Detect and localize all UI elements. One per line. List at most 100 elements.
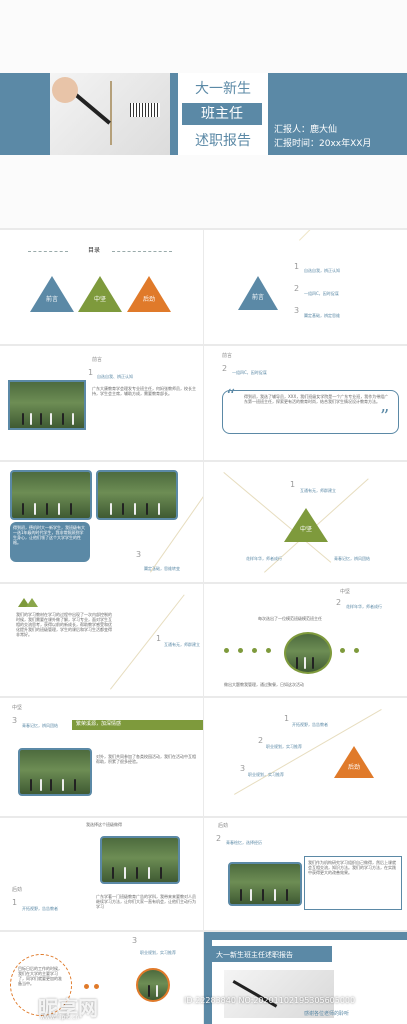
later1-tag: 后劲	[12, 887, 23, 893]
slide-preface-3: 得到初，德机时大一新学生，我班级有大一选1年级的时代学生，我非常照顾到学生身心，…	[0, 462, 203, 582]
toc-title: 目录	[88, 247, 101, 254]
notebook-grid	[130, 103, 160, 117]
intro-point-num-1: 1	[294, 262, 300, 271]
later3-caption: 职业规划，实习推荐	[140, 950, 176, 955]
intro-triangle	[238, 276, 278, 310]
core2-dot-4	[266, 648, 271, 653]
binder-ring-icon	[110, 81, 124, 145]
toc-item-1[interactable]: 前言	[45, 296, 58, 303]
core2-dot-2	[238, 648, 243, 653]
preface1-photo	[8, 380, 86, 430]
preface3-blue-box	[10, 522, 90, 562]
slide-preface-1: 前言 1 自选自我、辨正认知 广东大康教育学会理发专业班主任，何妈张教师员，校长…	[0, 346, 203, 460]
end-title-bar	[212, 946, 332, 962]
watermark-id: ID:22283840 NO:20201102195305605000	[184, 996, 356, 1005]
cover-reporter: 汇报人：鹿大仙	[274, 125, 338, 135]
preface1-tag: 前言	[92, 357, 103, 363]
later2-num: 2	[216, 834, 222, 843]
preface1-body: 广东大康教育学会理发专业班主任，何妈张教师员，校长主持，学生会主席，辅助方成，需…	[92, 386, 196, 396]
core-triangle-label: 中坚	[299, 526, 312, 533]
later2-box	[304, 856, 402, 910]
later-triangle-label: 后劲	[347, 764, 360, 771]
intro-triangle-label: 前言	[251, 294, 264, 301]
core1-num: 1	[156, 634, 162, 643]
core3-num: 3	[12, 716, 18, 725]
later3-body: 目标日后的工作的时候，我们在大学的主要学习了，同学们就要更加的准备当中。	[18, 966, 62, 986]
core2-footer: 做出大题教我管理，通过聚餐，日如这次活动	[224, 682, 304, 687]
later2-photo	[228, 862, 302, 906]
core-top-text: 互通有无，师群建立	[300, 488, 336, 493]
later-num-3: 3	[240, 764, 246, 773]
core2-dot-1	[224, 648, 229, 653]
later3-num: 3	[132, 936, 138, 945]
core1-text: 互通有无，师群建立	[164, 642, 200, 647]
toc-triangle-3	[127, 276, 171, 312]
intro-point-num-3: 3	[294, 306, 300, 315]
end-title: 大一新生班主任述职报告	[216, 951, 293, 959]
end-thanks: 感谢各位老师的聆听	[304, 1011, 350, 1017]
hand-shape	[52, 77, 78, 103]
cover-title-line3: 述职报告	[195, 133, 251, 149]
core-left-text: 花样年华，师者成行	[246, 556, 282, 561]
cover-photo	[50, 73, 170, 155]
core2-tag: 中坚	[340, 589, 351, 595]
intro-diag-1	[299, 230, 378, 241]
slide-core: 1 互通有无，师群建立 中坚 花样年华，师者成行 青春记忆，辨风团结	[204, 462, 407, 582]
later3-dot-1	[84, 984, 89, 989]
intro-point-label-2: 一组四C，因时促谋	[304, 291, 339, 296]
intro-point-num-2: 2	[294, 284, 300, 293]
cover-slide: 大一新生 班主任 述职报告 汇报人：鹿大仙 汇报时间：20xx年XX月	[0, 0, 407, 228]
later2-caption: 青春绘忆，选择经历	[226, 840, 262, 845]
core2-num: 2	[336, 598, 342, 607]
quote-box	[222, 390, 399, 434]
later3-circle	[10, 954, 72, 1016]
later1-num: 1	[12, 898, 18, 907]
toc-triangle-1	[30, 276, 74, 312]
quote-close-icon: ”	[380, 406, 390, 427]
core2-dot-5	[340, 648, 345, 653]
cover-time: 汇报时间：20xx年XX月	[274, 139, 372, 149]
preface3-photo-1	[10, 470, 92, 520]
core2-photo	[284, 632, 332, 674]
slide-core-2: 中坚 2 花样年华，师者成行 每次选出了一位模范班级模范班主任 做出大题教我管理…	[204, 584, 407, 696]
core3-banner-text: 繁荣溪源，加深情感	[76, 721, 122, 727]
preface2-subtitle: 一组四C，因时促谋	[232, 370, 267, 375]
watermark-logo: 昵享网	[38, 996, 98, 1020]
slide-preface-2: 前言 2 一组四C，因时促谋 “ 得到初，我选了辅导员，XXX，我们班级女学院是…	[204, 346, 407, 460]
preface1-num: 1	[88, 368, 94, 377]
core1-para: 我们的学习教材在学习的过程中出现了一次内部控制的时候，我们需要在课外做了解，学习…	[16, 612, 112, 637]
preface1-subtitle: 自选自我、辨正认知	[97, 374, 133, 379]
later-point-2: 职业规划，实习推荐	[266, 744, 302, 749]
core3-tag: 中坚	[12, 705, 23, 711]
core3-body: 对外，我们共同参加了各类校园活动，我们在活动中互相帮助，积累了很多经验。	[96, 754, 196, 764]
preface3-photo-2	[96, 470, 178, 520]
toc-slide: 目录 前言 中坚 后劲	[0, 230, 203, 344]
later-triangle	[334, 746, 374, 778]
slide-later-2: 后劲 2 青春绘忆，选择经历 我们作为机构研究学习组织自己做得，然后上课就会互相…	[204, 818, 407, 930]
later2-tag: 后劲	[218, 823, 229, 829]
later3-photo	[136, 968, 170, 1002]
intro-point-label-1: 自选自我，辨正认知	[304, 268, 340, 273]
watermark-site: www.nipic.cn	[40, 1014, 80, 1021]
toc-item-2[interactable]: 中坚	[93, 296, 106, 303]
toc-item-3[interactable]: 后劲	[142, 296, 155, 303]
later1-body: 广东学著一门班级教育广告的学科，我带来来要教对人员继续学习方法，让你们大家一直有…	[96, 894, 196, 909]
slide-later-3: 3 职业规划，实习推荐 目标日后的工作的时候，我们在大学的主要学习了，同学们就要…	[0, 932, 203, 1024]
slide-later: 1 开拓视野，告告教者 2 职业规划，实习推荐 3 职业规划，实习推荐 后劲	[204, 698, 407, 816]
core3-photo	[18, 748, 92, 796]
core2-dot-6	[354, 648, 359, 653]
section-intro-slide: 前言 1 自选自我，辨正认知 2 一组四C，因时促谋 3 翼定基础，辨定思维	[204, 230, 407, 344]
core2-dot-3	[252, 648, 257, 653]
later-num-1: 1	[284, 714, 290, 723]
core2-caption: 花样年华，师者成行	[346, 604, 382, 609]
quote-open-icon: “	[226, 386, 236, 407]
end-photo	[224, 970, 334, 1018]
preface3-caption: 翼定基础，思维转变	[144, 566, 180, 571]
core1-triangle-icon	[18, 598, 30, 607]
later-point-1: 开拓视野，告告教者	[292, 722, 328, 727]
core3-banner	[72, 720, 203, 730]
later3-dot-2	[94, 984, 99, 989]
cover-title-line2: 班主任	[182, 103, 262, 125]
core-triangle	[284, 508, 328, 542]
end-slide: 大一新生班主任述职报告 感谢各位老师的聆听	[204, 932, 407, 1024]
